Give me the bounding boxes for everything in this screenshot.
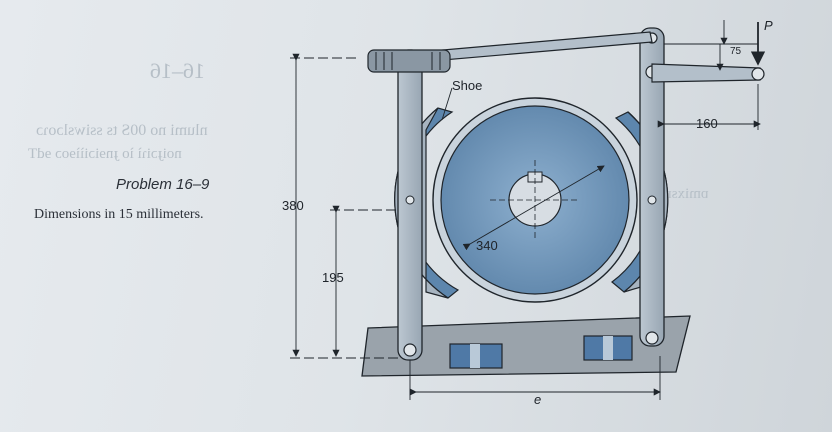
tie-rod [367, 31, 653, 73]
figure-title: Problem 16–9 [116, 176, 210, 193]
dim-160-label: 160 [696, 116, 718, 131]
base-plate [361, 315, 691, 377]
left-arm [397, 49, 423, 361]
right-arm [639, 27, 665, 347]
dimension-lines [290, 20, 766, 400]
force-label: P [764, 18, 773, 33]
dim-340-label: 340 [476, 238, 498, 253]
dim-75-label: 75 [730, 46, 742, 57]
figure-subtitle: Dimensions in 15 millimeters. [34, 207, 204, 222]
brake-drum [432, 97, 638, 303]
shoe-label: Shoe [452, 78, 482, 93]
dim-380-label: 380 [282, 198, 304, 213]
actuating-lever [651, 63, 765, 83]
dim-195-label: 195 [322, 270, 344, 285]
dim-e-label: e [534, 392, 541, 407]
